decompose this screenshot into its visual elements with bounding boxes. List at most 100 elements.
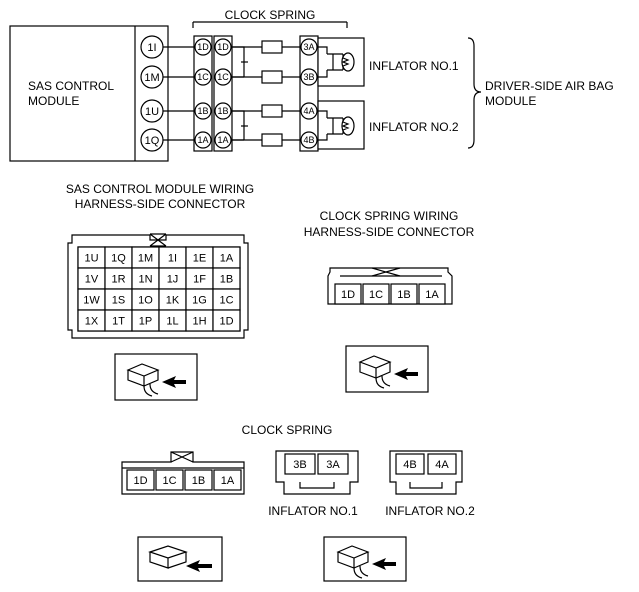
- housing-tab: [299, 482, 335, 489]
- pin-cell: [212, 309, 241, 332]
- pin-label: 1O: [138, 295, 153, 307]
- arrow-icon: [186, 560, 212, 572]
- clock-spring-part-pin-1a: 1A: [213, 469, 242, 491]
- clock-spring-harness-title-line1: CLOCK SPRING WIRING: [320, 209, 459, 223]
- driver-airbag-label-line2: MODULE: [485, 94, 536, 108]
- clock-spring-pin-1a-right: 1A: [214, 131, 232, 149]
- sas-module-label-line1: SAS CONTROL: [28, 79, 114, 93]
- pin-label: 1A: [221, 475, 235, 487]
- pin-label: 3A: [303, 42, 314, 52]
- pin-label: 1D: [133, 475, 147, 487]
- clock-spring-pin-1b-left: 1B: [194, 102, 212, 120]
- pin-label: 1C: [162, 475, 176, 487]
- sas-pin-1r: 1R: [104, 267, 133, 290]
- clock-spring-part-pin-1b: 1B: [184, 469, 213, 491]
- sas-pin-1f: 1F: [185, 267, 214, 290]
- sas-pin-1l: 1L: [158, 309, 187, 332]
- pin-label: 3B: [293, 459, 306, 471]
- squib-resistor: [341, 121, 350, 131]
- spiral-cable: [261, 104, 283, 118]
- view-direction-illustration-1: [114, 353, 198, 401]
- sas-pin-1m: 1M: [131, 246, 160, 269]
- pin-label: 4B: [303, 135, 314, 145]
- pin-label: 1D: [217, 42, 229, 52]
- sas-connector-title-line1: SAS CONTROL MODULE WIRING: [66, 182, 254, 196]
- sas-pin-label: 1U: [145, 106, 159, 118]
- pin-label: 1V: [85, 274, 99, 286]
- inflator1-connector-view: 3B 3A INFLATOR NO.1: [268, 450, 359, 518]
- pin-label: 1C: [217, 72, 229, 82]
- pin-label: 1N: [138, 274, 152, 286]
- pin-label: 1G: [192, 295, 207, 307]
- sas-connector-title-line2: HARNESS-SIDE CONNECTOR: [75, 197, 246, 211]
- sas-pin-1c: 1C: [212, 288, 241, 311]
- sas-pin-1j: 1J: [158, 267, 187, 290]
- pin-label: 4A: [303, 106, 314, 116]
- pin-label: 1H: [192, 316, 206, 328]
- clock-spring-title: CLOCK SPRING: [225, 8, 316, 22]
- view-direction-illustration-4: [323, 536, 407, 582]
- pin-cell: [126, 469, 155, 491]
- pin-label: 1B: [192, 475, 205, 487]
- inflator-pin-4b: 4B: [300, 131, 318, 149]
- inflator-pin-4a: 4A: [300, 102, 318, 120]
- clock-spring-pin-1d-left: 1D: [194, 38, 212, 56]
- pin-cell: [184, 469, 213, 491]
- arrow-icon: [372, 558, 396, 570]
- clock-spring-pin-1b-right: 1B: [214, 102, 232, 120]
- squib-outline: [341, 116, 355, 136]
- pin-label: 4A: [435, 459, 449, 471]
- driver-airbag-label-line1: DRIVER-SIDE AIR BAG: [485, 79, 614, 93]
- clock-spring-pin-1c-left: 1C: [194, 68, 212, 86]
- connector-icon: [336, 545, 370, 569]
- arrow-icon: [394, 368, 418, 380]
- pin-cell: [213, 469, 242, 491]
- pin-label: 1A: [217, 135, 228, 145]
- sas-pin-1x: 1X: [77, 309, 106, 332]
- spiral-cable: [261, 133, 283, 147]
- sas-pin-label: 1I: [147, 42, 156, 54]
- pin-label: 1C: [197, 72, 209, 82]
- inflator1-box: [317, 37, 365, 87]
- housing-tab: [409, 482, 443, 489]
- pin-label: 1B: [217, 106, 228, 116]
- pin-label: 4B: [403, 459, 416, 471]
- inflator1-circuit: [317, 46, 344, 78]
- clock-spring-harness-connector-view: CLOCK SPRING WIRING HARNESS-SIDE CONNECT…: [304, 209, 475, 305]
- clock-spring-harness-pin-1a: 1A: [418, 283, 446, 305]
- pin-label: 1R: [111, 274, 125, 286]
- inflator2-pin-4b: [395, 453, 425, 475]
- sas-pin-1v: 1V: [77, 267, 106, 290]
- sas-pin-1h: 1H: [185, 309, 214, 332]
- clock-spring-pin-1a-left: 1A: [194, 131, 212, 149]
- connector-latch: [371, 267, 401, 277]
- clock-spring-harness-housing: [327, 267, 453, 305]
- sas-connector-view: SAS CONTROL MODULE WIRING HARNESS-SIDE C…: [66, 182, 254, 339]
- pin-label: 1B: [397, 289, 410, 301]
- sas-pin-1q: 1Q: [104, 246, 133, 269]
- pin-label: 1C: [219, 295, 233, 307]
- pin-label: 1T: [112, 316, 125, 328]
- pin-label: 1X: [85, 316, 99, 328]
- pin-label: 1U: [84, 253, 98, 265]
- arrow-icon: [162, 376, 186, 388]
- sas-pin-1m: 1M: [140, 65, 164, 89]
- sas-pin-1w: 1W: [77, 288, 106, 311]
- sas-connector-housing: [67, 234, 249, 339]
- inflator-pin-3a: 3A: [300, 38, 318, 56]
- pin-label: 1J: [167, 274, 179, 286]
- sas-pin-1d: 1D: [212, 309, 241, 332]
- pin-label: 1W: [83, 295, 100, 307]
- pin-label: 1B: [220, 274, 233, 286]
- clock-spring-part-title: CLOCK SPRING: [242, 423, 333, 437]
- clock-spring-part-pin-1c: 1C: [155, 469, 184, 491]
- pin-label: 1A: [197, 135, 208, 145]
- clock-spring-connector-left: [193, 35, 213, 152]
- sas-pin-1n: 1N: [131, 267, 160, 290]
- inflator2-label: INFLATOR NO.2: [369, 120, 459, 134]
- inflator2-pin-4a: [427, 453, 457, 475]
- spiral-cable: [261, 40, 283, 54]
- sas-pin-1u: 1U: [140, 99, 164, 123]
- connector-icon: [126, 363, 160, 387]
